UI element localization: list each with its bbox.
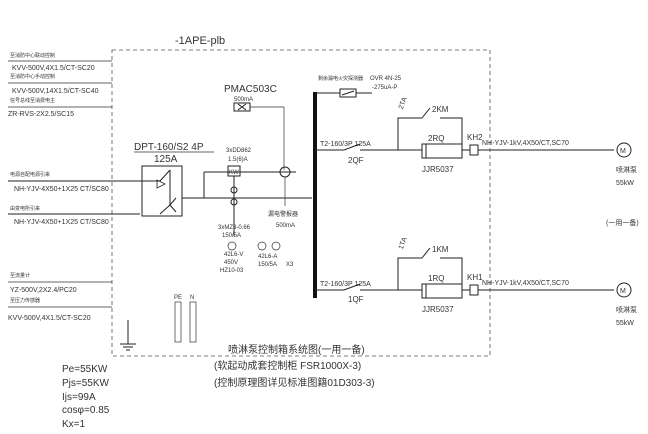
power-meter-current: 500mA [234, 97, 253, 103]
left-cable-2: 至消防中心手动控制 KVV-500V,14X1.5/CT-SC40 [8, 73, 112, 95]
caption-title: 喷淋泵控制箱系统图(一用一备) [228, 343, 365, 356]
left-cable-6-title: 至流量计 [10, 272, 30, 279]
ovr-model: OVR 4N-25 [370, 76, 402, 82]
left-cable-4-spec: NH-YJV-4X50+1X25 CT/SC80 [14, 186, 109, 193]
pump-1-power: 55kW [616, 320, 634, 327]
left-cable-5: 由变电所引来 NH-YJV-4X50+1X25 CT/SC80 [8, 205, 140, 226]
branch-2-rq: 2RQ [428, 134, 444, 143]
branch-1-cable: NH-YJV-1kV,4X50/CT,SC70 [482, 280, 569, 287]
left-cable-3: 信号总线至消费电主 ZR-RVS-2X2.5/SC15 [8, 97, 112, 118]
ammeter-model: 42L6-A [258, 254, 277, 260]
calc-pe: Pe=55KW [62, 364, 108, 375]
terminal-strips: PE N [174, 295, 197, 343]
branch-1-fuse: 1TA [398, 236, 409, 250]
panel-title: -1APE-plb [175, 35, 225, 47]
power-meter-model: PMAC503C [224, 84, 277, 95]
left-cable-7-spec: KVV-500V,4X1.5/CT-SC20 [8, 315, 91, 322]
ovr-spec: -275uA-P [372, 85, 397, 91]
branch-1-rq: 1RQ [428, 274, 444, 283]
spd-voltage: 450V [224, 260, 238, 266]
kwh-meter: KW [229, 170, 239, 176]
fuse-model: 3xDD862 [226, 148, 252, 154]
pump-2-name: 喷淋泵 [616, 165, 637, 174]
branch-2-breaker: T2-160/3P 125A [320, 141, 371, 148]
ammeter-count: X3 [286, 262, 294, 268]
leakage-alarm: 漏电警报器 500mA [268, 166, 298, 229]
left-cable-1-spec: KVV-500V,4X1.5/CT-SC20 [12, 65, 95, 72]
motor-2-icon [616, 142, 632, 158]
branch-2-qf: 2QF [348, 156, 364, 165]
calc-ijs: Ijs=99A [62, 392, 96, 403]
panel-enclosure [111, 49, 491, 357]
spd-type: HZ10-03 [220, 268, 244, 274]
left-cable-3-title: 信号总线至消费电主 [10, 97, 55, 104]
motor-1-icon [616, 282, 632, 298]
left-cable-5-spec: NH-YJV-4X50+1X25 CT/SC80 [14, 219, 109, 226]
left-cable-4: 电源自配电源引来 NH-YJV-4X50+1X25 CT/SC80 [8, 171, 140, 193]
n-label: N [190, 295, 194, 301]
leakage-alarm-current: 500mA [276, 223, 295, 229]
main-breaker-model: DPT-160/S2 4P [134, 142, 204, 153]
leak-fire-detector: 剩余漏电火灾探测器 [318, 75, 363, 82]
fuse-rating: 1.5(6)A [228, 157, 248, 163]
left-cable-3-spec: ZR-RVS-2X2.5/SC15 [8, 111, 74, 118]
main-breaker-rating: 125A [154, 154, 178, 165]
left-cable-2-spec: KVV-500V,14X1.5/CT-SC40 [12, 88, 99, 95]
left-cable-1-title: 至消防中心联动控制 [10, 52, 55, 59]
motor-2-symbol: M [620, 148, 626, 155]
left-cable-1: 至消防中心联动控制 KVV-500V,4X1.5/CT-SC20 [8, 52, 112, 72]
calc-kx: Kx=1 [62, 419, 86, 430]
caption-cabinet: (软起动成套控制柜 FSR1000X-3) [214, 359, 361, 372]
surge-protector: 剩余漏电火灾探测器 OVR 4N-25 -275uA-P [315, 75, 402, 98]
branch-2-kh: KH2 [467, 133, 483, 142]
ground-icon [120, 320, 136, 351]
motor-1-symbol: M [620, 288, 626, 295]
left-cable-6: 至流量计 YZ-500V,2X2.4/PC20 [8, 272, 112, 294]
branch-2-relay: JJR5037 [422, 165, 454, 174]
left-cable-7: 至压力传感器 KVV-500V,4X1.5/CT-SC20 [8, 297, 112, 322]
pump-1-name: 喷淋泵 [616, 305, 637, 314]
branch-2: T2-160/3P 125A 2QF 2TA 2KM 2RQ JJR5037 K… [315, 96, 637, 187]
duty-note: (一用一备) [606, 218, 639, 227]
left-cable-2-title: 至消防中心手动控制 [10, 73, 55, 80]
caption-reference: (控制原理图详见标准图籍01D303-3) [214, 376, 375, 389]
branch-1-km: 1KM [432, 245, 449, 254]
power-meter: PMAC503C 500mA [224, 84, 285, 170]
branch-1: T2-160/3P 125A 1QF 1TA 1KM 1RQ JJR5037 K… [315, 236, 637, 327]
pe-label: PE [174, 295, 182, 301]
pump-2-power: 55kW [616, 180, 634, 187]
branch-1-qf: 1QF [348, 295, 364, 304]
calc-pjs: Pjs=55KW [62, 378, 110, 389]
branch-1-breaker: T2-160/3P 125A [320, 281, 371, 288]
branch-1-kh: KH1 [467, 273, 483, 282]
leakage-alarm-label: 漏电警报器 [268, 210, 298, 218]
ammeter-ratio: 150/5A [258, 262, 277, 268]
branch-2-km: 2KM [432, 105, 449, 114]
left-cable-4-title: 电源自配电源引来 [10, 171, 50, 178]
main-breaker: DPT-160/S2 4P 125A [134, 142, 214, 217]
left-cable-7-title: 至压力传感器 [10, 297, 40, 304]
ct-ratio: 150/5A [222, 233, 241, 239]
left-cable-6-spec: YZ-500V,2X2.4/PC20 [10, 287, 77, 294]
left-cable-5-title: 由变电所引来 [10, 205, 40, 212]
branch-2-fuse: 2TA [398, 96, 409, 110]
calc-cos: cosφ=0.85 [62, 405, 110, 416]
spd-model: 42L6-V [224, 252, 243, 258]
branch-1-relay: JJR5037 [422, 305, 454, 314]
branch-2-cable: NH-YJV-1kV,4X50/CT,SC70 [482, 140, 569, 147]
ct-model: 3xMZ3-0.66 [218, 225, 251, 231]
metering-branch: 3xDD862 1.5(6)A KW 3xMZ3-0.66 150/5A 42L… [218, 148, 294, 274]
